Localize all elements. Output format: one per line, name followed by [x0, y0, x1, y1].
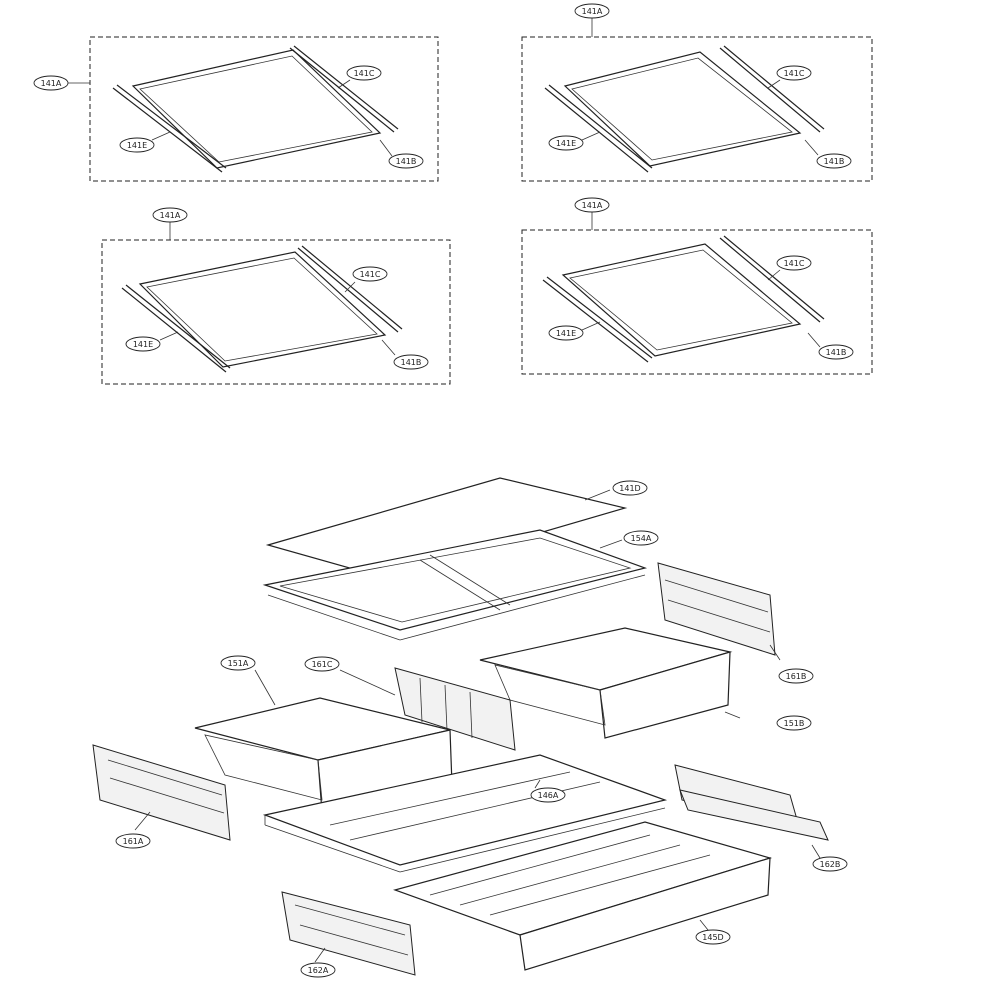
slide-162A: 162A	[281, 891, 416, 978]
shelf-assembly-1: 141A 141C 141E 141B	[33, 36, 439, 182]
glass-cover-141D: 141D	[265, 477, 648, 579]
drawer-145D: 145D	[393, 821, 773, 971]
shelf-1-right-rail	[289, 47, 395, 133]
shelf-3-right-rail	[297, 247, 399, 333]
label-141A: 141A	[160, 211, 181, 220]
label-141D: 141D	[619, 484, 640, 493]
label-161A: 161A	[123, 837, 144, 846]
drawer-151B: 151B	[479, 627, 812, 739]
shelf-1-left-rail	[112, 87, 223, 173]
shelf-4-left-rail	[542, 279, 649, 363]
shelf-1-glass	[131, 49, 382, 169]
label-141B: 141B	[826, 348, 847, 357]
divider-161C: 161C	[304, 656, 516, 751]
label-161B: 161B	[786, 672, 807, 681]
slide-162B: 162B	[674, 764, 848, 872]
shelf-3-boundary	[101, 239, 451, 385]
shelf-2-glass	[563, 51, 802, 167]
shelf-assembly-4: 141A 141C 141E 141B	[521, 197, 873, 375]
shelf-4-glass	[561, 243, 802, 357]
label-146A: 146A	[538, 791, 559, 800]
label-141C: 141C	[354, 69, 375, 78]
label-141A: 141A	[41, 79, 62, 88]
label-141C: 141C	[360, 270, 381, 279]
label-141B: 141B	[824, 157, 845, 166]
shelf-2-boundary	[521, 36, 873, 182]
label-162B: 162B	[820, 860, 841, 869]
shelf-4-boundary	[521, 229, 873, 375]
shelf-3-left-rail	[121, 287, 227, 373]
label-141E: 141E	[127, 141, 147, 150]
shelf-4-right-rail	[719, 237, 821, 323]
rail-161A: 161A	[92, 744, 231, 849]
shelf-frame-154A: 154A	[262, 529, 659, 641]
label-151B: 151B	[784, 719, 805, 728]
shelf-1-boundary	[89, 36, 439, 182]
label-151A: 151A	[228, 659, 249, 668]
cover-146A: 146A	[262, 754, 668, 873]
label-161C: 161C	[312, 660, 333, 669]
shelf-3-glass	[138, 251, 387, 368]
label-162A: 162A	[308, 966, 329, 975]
label-141C: 141C	[784, 69, 805, 78]
label-141A: 141A	[582, 201, 603, 210]
shelf-assembly-2: 141A 141C 141E 141B	[521, 3, 873, 182]
label-141C: 141C	[784, 259, 805, 268]
label-141E: 141E	[133, 340, 153, 349]
label-141B: 141B	[401, 358, 422, 367]
label-141B: 141B	[396, 157, 417, 166]
shelf-2-left-rail	[544, 87, 649, 173]
label-145D: 145D	[702, 933, 723, 942]
label-141E: 141E	[556, 329, 576, 338]
shelf-assembly-3: 141A 141C 141E 141B	[101, 207, 451, 385]
rail-161B: 161B	[657, 562, 814, 684]
label-141A: 141A	[582, 7, 603, 16]
label-154A: 154A	[631, 534, 652, 543]
label-141E: 141E	[556, 139, 576, 148]
shelf-2-right-rail	[719, 47, 821, 133]
